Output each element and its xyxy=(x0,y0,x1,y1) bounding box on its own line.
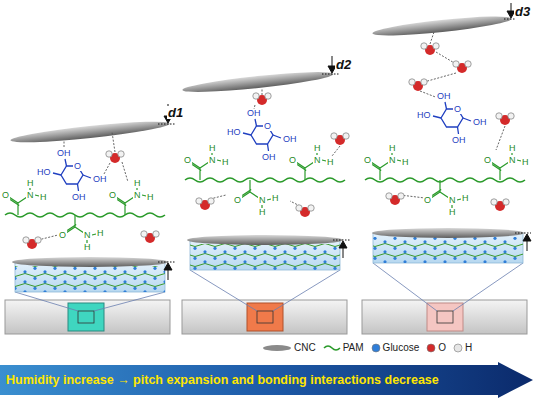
glucose-atom-label: O xyxy=(73,162,82,171)
legend-swatch xyxy=(453,343,463,353)
glucose-atom-label: OH xyxy=(282,135,298,144)
amide-atom-label: H xyxy=(146,193,155,202)
glucose-atom-label: HO xyxy=(36,168,52,177)
spacing-label: d1 xyxy=(167,106,184,119)
glucose-atom-label: OH xyxy=(472,118,488,127)
legend-item: O xyxy=(426,342,446,353)
legend-swatch xyxy=(262,343,292,353)
legend-dot xyxy=(454,344,462,352)
amide-atom-label: H xyxy=(388,144,397,153)
amide-atom-label: O xyxy=(183,156,192,165)
amide-atom-label: H xyxy=(208,144,217,153)
legend-label: Glucose xyxy=(383,342,420,353)
amide-atom-label: H xyxy=(26,179,35,188)
amide-atom-label: O xyxy=(483,156,492,165)
glucose-atom-label: OH xyxy=(71,193,87,202)
amide-atom-label: N xyxy=(313,156,322,165)
cnc-symbol xyxy=(263,345,291,351)
amide-atom-label: N xyxy=(388,156,397,165)
glucose-atom-label: OH xyxy=(261,153,277,162)
amide-atom-label: O xyxy=(108,191,117,200)
amide-atom-label: H xyxy=(326,158,335,167)
amide-atom-label: O xyxy=(233,196,242,205)
legend-item: CNC xyxy=(262,342,316,353)
amide-atom-label: H xyxy=(39,193,48,202)
legend-swatch xyxy=(426,343,436,353)
amide-atom-label: O xyxy=(288,156,297,165)
legend-dot xyxy=(427,344,435,352)
amide-atom-label: O xyxy=(58,231,67,240)
glucose-atom-label: HO xyxy=(226,128,242,137)
glucose-atom-label: OH xyxy=(451,136,467,145)
amide-atom-label: N xyxy=(508,156,517,165)
amide-atom-label: H xyxy=(96,229,105,238)
amide-atom-label: H xyxy=(221,158,230,167)
amide-atom-label: O xyxy=(423,196,432,205)
glucose-atom-label: OH xyxy=(92,175,108,184)
amide-atom-label: H xyxy=(461,194,470,203)
amide-atom-label: O xyxy=(1,191,10,200)
amide-atom-label: H xyxy=(313,144,322,153)
amide-atom-label: H xyxy=(133,179,142,188)
amide-atom-label: H xyxy=(448,208,457,217)
legend-label: O xyxy=(438,342,446,353)
glucose-atom-label: OH xyxy=(436,92,452,101)
legend-swatch xyxy=(371,343,381,353)
legend-label: CNC xyxy=(294,342,316,353)
legend-dot xyxy=(372,344,380,352)
amide-atom-label: H xyxy=(271,194,280,203)
trend-text: Humidity increase → pitch expansion and … xyxy=(6,374,439,387)
amide-atom-label: H xyxy=(521,158,530,167)
legend-label: PAM xyxy=(343,342,364,353)
legend: CNC PAM Glucose O H xyxy=(262,342,479,353)
amide-atom-label: H xyxy=(508,144,517,153)
amide-atom-label: H xyxy=(258,208,267,217)
glucose-atom-label: OH xyxy=(56,149,72,158)
amide-atom-label: N xyxy=(83,231,92,240)
legend-label: H xyxy=(465,342,472,353)
glucose-atom-label: O xyxy=(263,122,272,131)
spacing-label: d2 xyxy=(335,58,352,71)
amide-atom-label: N xyxy=(448,196,457,205)
legend-item: PAM xyxy=(323,342,364,353)
amide-atom-label: H xyxy=(401,158,410,167)
amide-atom-label: N xyxy=(208,156,217,165)
arrow-body xyxy=(0,362,533,398)
amide-atom-label: N xyxy=(258,196,267,205)
trend-arrow-band: Humidity increase → pitch expansion and … xyxy=(0,362,533,398)
amide-atom-label: H xyxy=(83,243,92,252)
glucose-atom-label: O xyxy=(453,105,462,114)
glucose-atom-label: HO xyxy=(416,111,432,120)
amide-atom-label: N xyxy=(133,191,142,200)
legend-item: Glucose xyxy=(371,342,420,353)
glucose-atom-label: OH xyxy=(246,109,262,118)
legend-swatch xyxy=(323,343,341,353)
amide-atom-label: N xyxy=(26,191,35,200)
spacing-label: d3 xyxy=(514,5,531,18)
pam-symbol xyxy=(324,346,340,350)
amide-atom-label: O xyxy=(363,156,372,165)
legend-item: H xyxy=(453,342,472,353)
